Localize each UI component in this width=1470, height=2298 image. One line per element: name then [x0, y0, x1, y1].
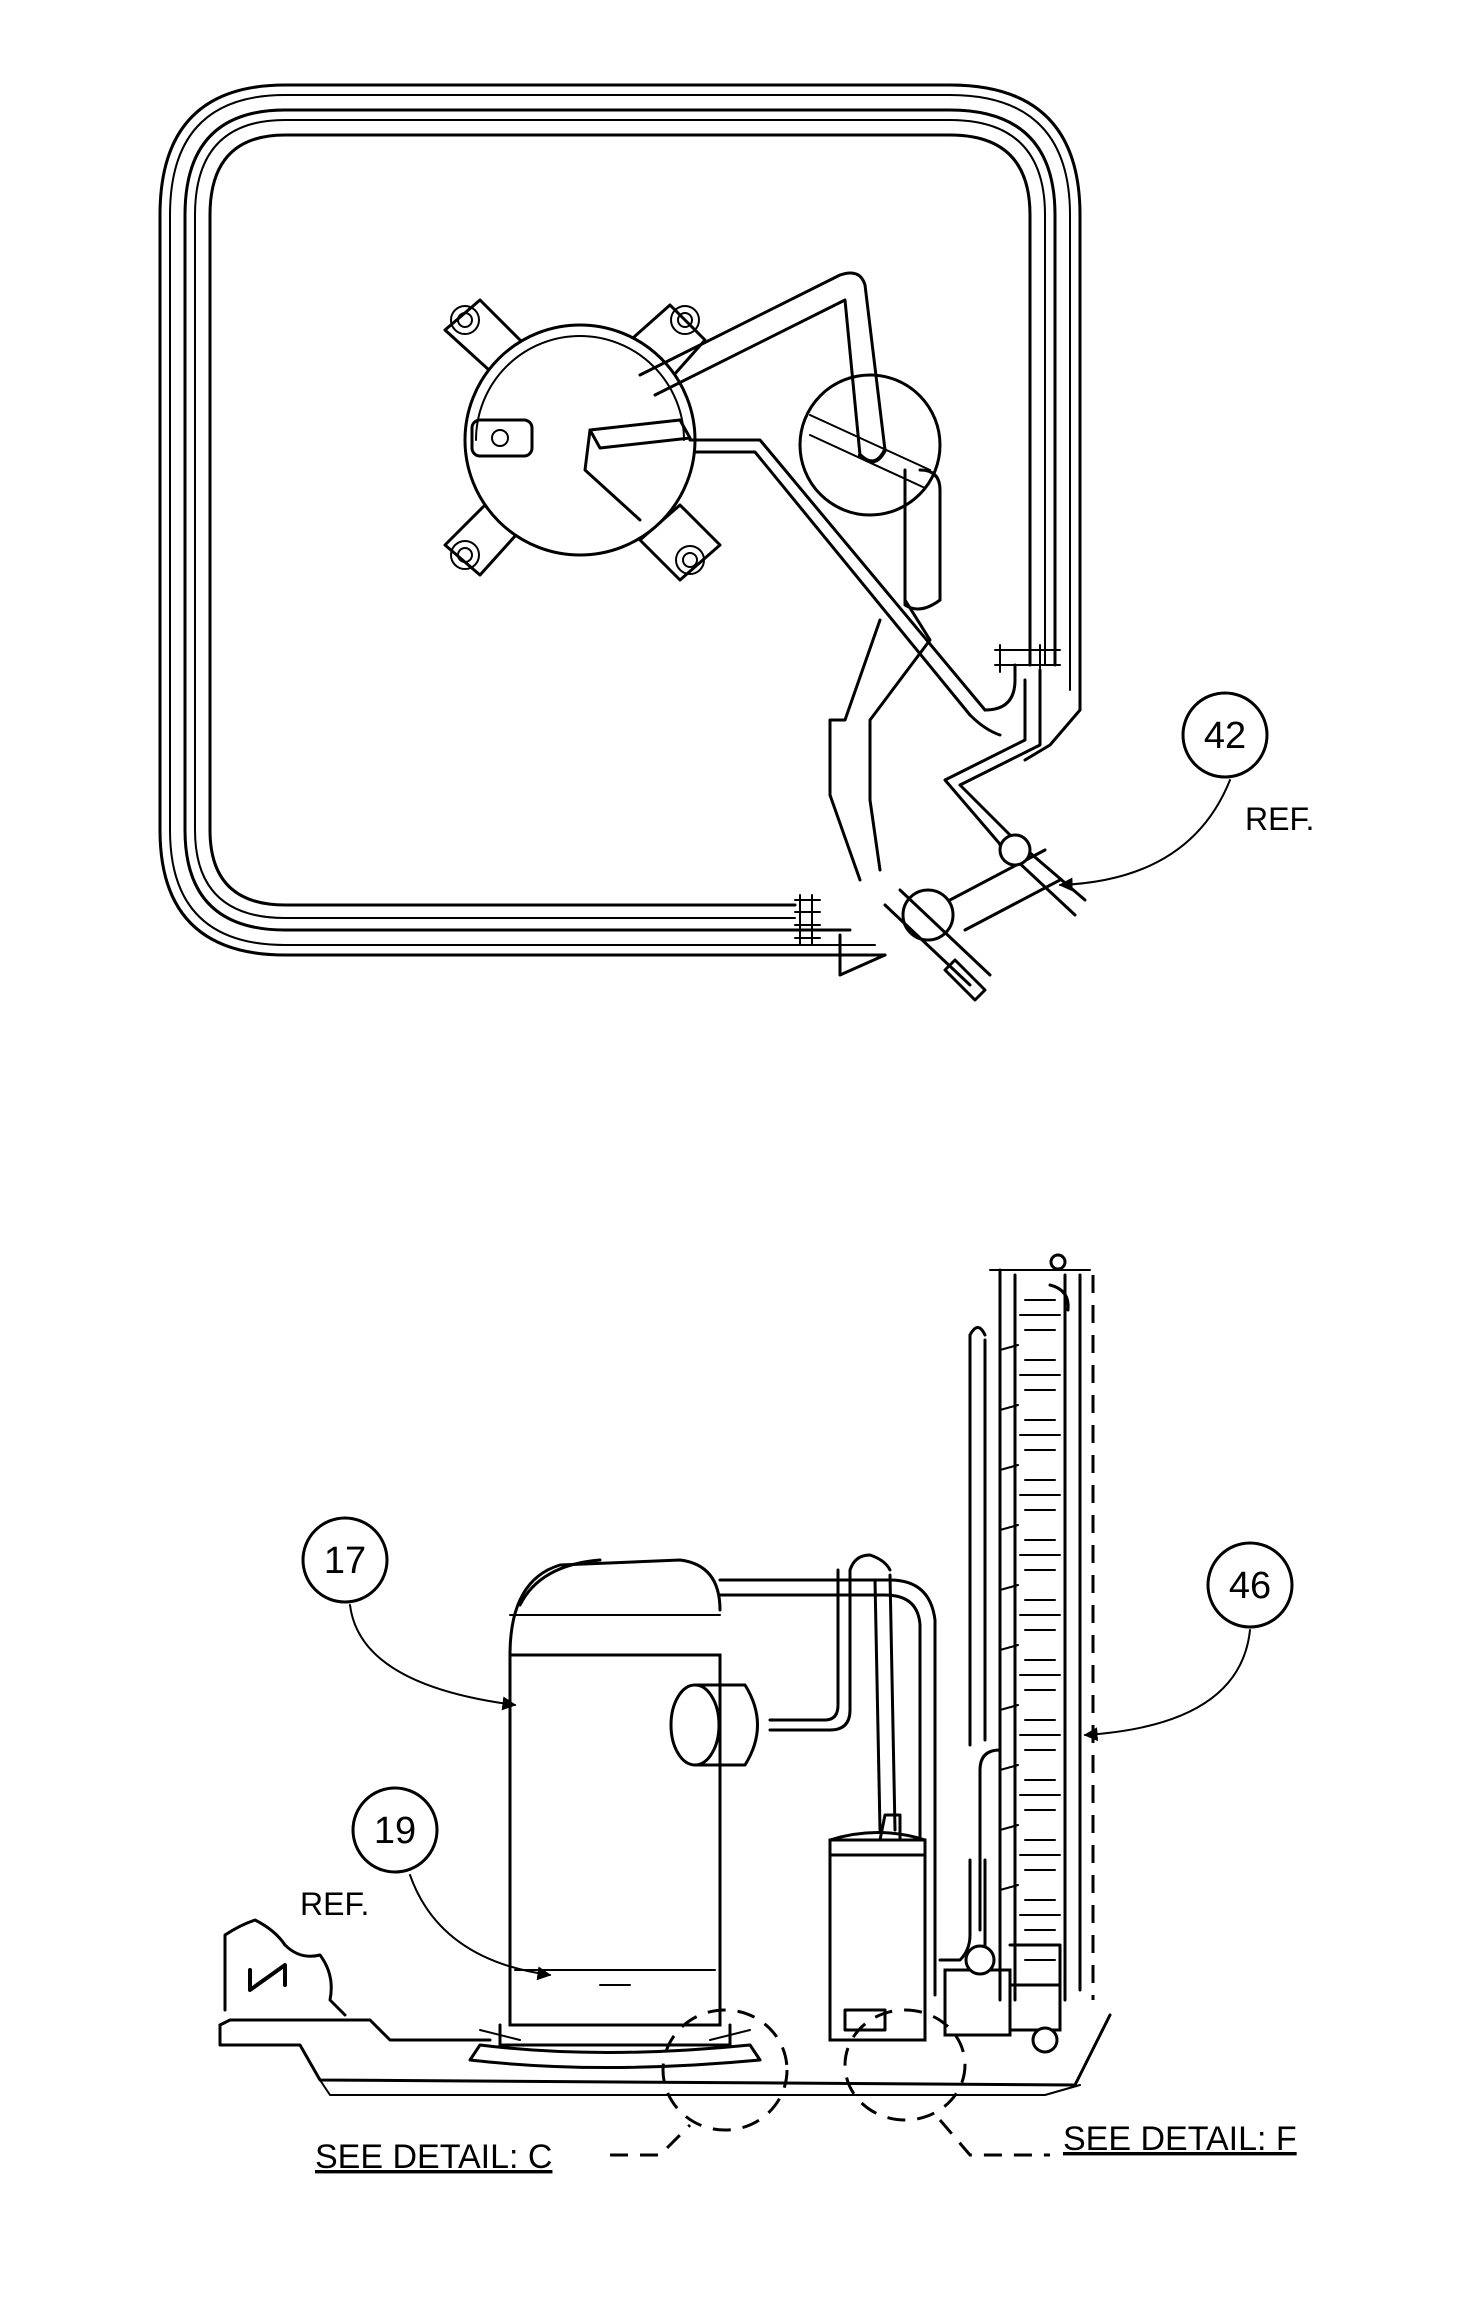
condenser-coil-top	[158, 83, 1082, 977]
callout-46-number: 46	[1229, 1565, 1271, 1607]
callout-19-ref: REF.	[300, 1886, 369, 1922]
service-valves-top	[883, 833, 1032, 1002]
service-valves-side	[943, 1943, 1062, 2054]
condenser-coil-side	[968, 1253, 1095, 2002]
callout-17: 17	[301, 1516, 517, 1711]
tubing-top	[638, 271, 1087, 932]
base-pan	[218, 1918, 1112, 2096]
callout-42: 42 REF.	[1058, 691, 1314, 892]
compressor-side	[468, 1558, 762, 2069]
detail-circle-f	[843, 2008, 967, 2122]
callout-19: 19 REF.	[300, 1786, 552, 1981]
callout-19-number: 19	[374, 1810, 416, 1852]
callout-42-number: 42	[1204, 715, 1246, 757]
callout-46: 46	[1083, 1541, 1294, 1742]
detail-circle-c	[661, 2008, 789, 2132]
see-detail-c-label: SEE DETAIL: C	[315, 2138, 552, 2176]
callout-42-ref: REF.	[1245, 801, 1314, 837]
accumulator-side	[828, 1813, 927, 2042]
compressor-top	[443, 298, 722, 582]
top-view: 42 REF.	[158, 83, 1314, 1002]
side-view: SEE DETAIL: C SEE DETAIL: F 17 19 REF. 4…	[218, 1253, 1297, 2176]
see-detail-f-label: SEE DETAIL: F	[1063, 2120, 1297, 2158]
accumulator-top	[798, 373, 942, 517]
callout-17-number: 17	[324, 1540, 366, 1582]
